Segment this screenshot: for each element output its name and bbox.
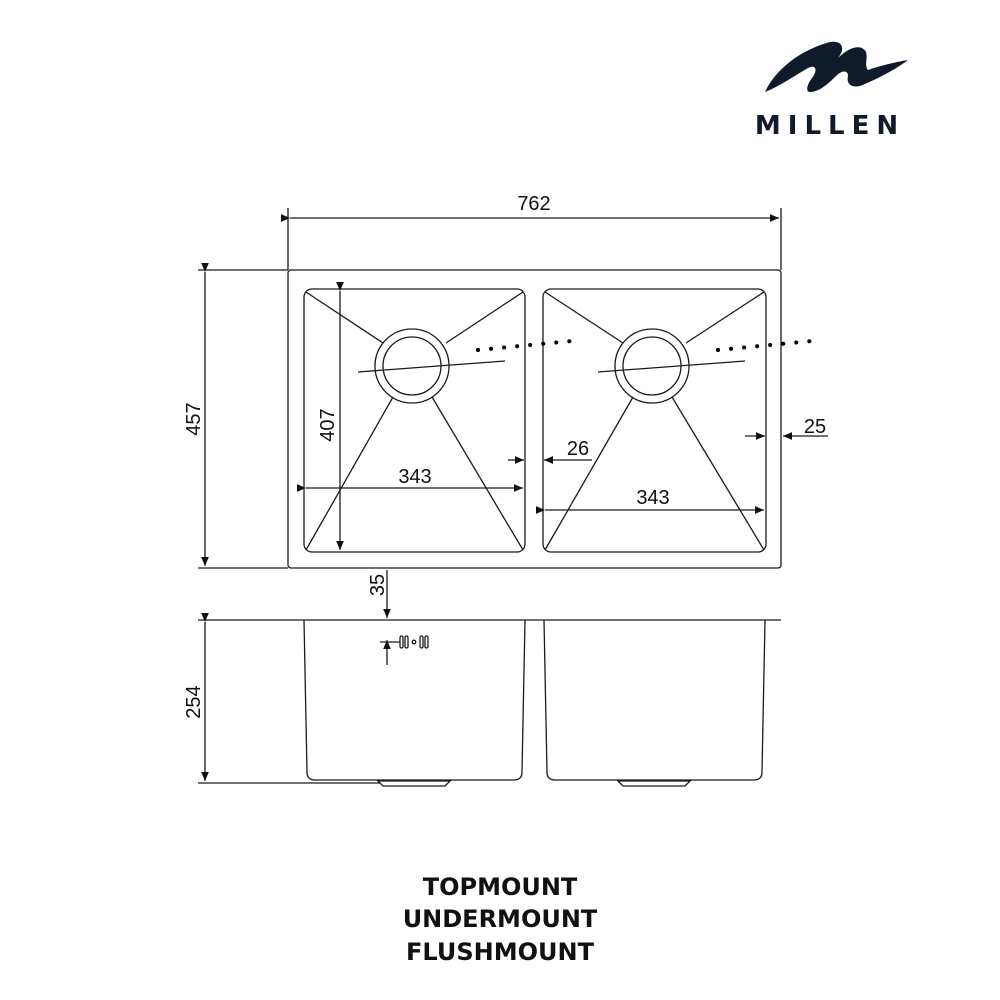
- dim-bowl-depth: 254: [183, 685, 205, 718]
- mount-type-undermount: UNDERMOUNT: [402, 905, 598, 933]
- top-view: [287, 269, 814, 569]
- mount-type-topmount: TOPMOUNT: [422, 873, 578, 901]
- brand-name: MILLEN: [755, 111, 905, 141]
- dim-bowl-length: 407: [317, 408, 339, 441]
- overflow-slots-icon: [399, 635, 429, 649]
- dim-divider: 26: [567, 438, 589, 460]
- dim-rim-offset: 35: [367, 574, 389, 596]
- mount-type-flushmount: FLUSHMOUNT: [406, 938, 594, 966]
- millen-logo: MILLEN: [755, 41, 908, 141]
- dim-left-bowl-width: 343: [398, 466, 431, 488]
- dimension-lines: [198, 208, 828, 665]
- dim-overall-depth: 457: [183, 402, 205, 435]
- dim-overall-width: 762: [517, 193, 550, 215]
- dim-rim: 25: [804, 416, 826, 438]
- dim-right-bowl-width: 343: [636, 487, 669, 509]
- side-view: [198, 612, 781, 787]
